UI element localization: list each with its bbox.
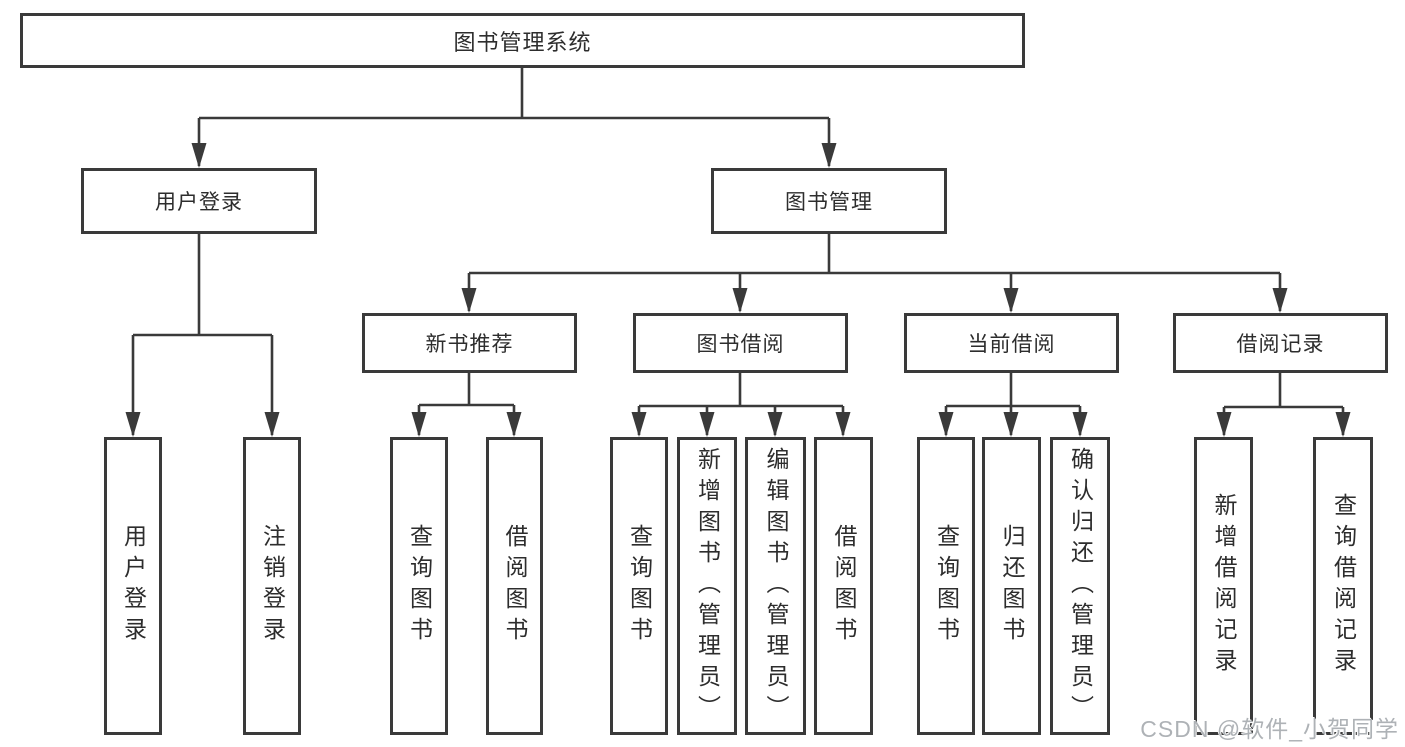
node-label: 图书管理系统	[453, 29, 592, 55]
node-label: 查询图书	[933, 524, 960, 648]
node-leaf-logout: 注销登录	[243, 437, 301, 735]
node-borrowing-records: 借阅记录	[1173, 313, 1388, 373]
node-label: 编辑图书（管理员）	[763, 446, 789, 726]
node-label: 查询借阅记录	[1330, 493, 1357, 679]
node-label: 用户登录	[120, 524, 147, 648]
node-bb-query-book: 查询图书	[610, 437, 668, 735]
node-label: 新增借阅记录	[1211, 493, 1237, 679]
node-bb-borrow-book: 借阅图书	[814, 437, 873, 735]
node-label: 归还图书	[999, 524, 1025, 648]
node-label: 借阅图书	[831, 524, 857, 648]
node-cb-return-book: 归还图书	[982, 437, 1041, 735]
node-br-add-record: 新增借阅记录	[1194, 437, 1253, 735]
node-current-borrowing: 当前借阅	[904, 313, 1119, 373]
node-label: 查询图书	[406, 524, 433, 648]
node-label: 借阅图书	[502, 524, 528, 648]
csdn-watermark: CSDN @软件_小贺同学	[1140, 716, 1399, 742]
node-cb-confirm-return-admin: 确认归还（管理员）	[1050, 437, 1110, 735]
node-book-management: 图书管理	[711, 168, 947, 234]
node-new-book-recommendation: 新书推荐	[362, 313, 577, 373]
node-leaf-user-login: 用户登录	[104, 437, 162, 735]
node-label: 当前借阅	[967, 333, 1056, 356]
node-br-query-record: 查询借阅记录	[1313, 437, 1373, 735]
node-label: 注销登录	[259, 524, 286, 648]
node-bb-edit-book-admin: 编辑图书（管理员）	[745, 437, 806, 735]
node-label: 借阅记录	[1236, 333, 1325, 356]
node-cb-query-book: 查询图书	[917, 437, 975, 735]
node-rec-query-book: 查询图书	[390, 437, 448, 735]
node-label: 用户登录	[155, 191, 243, 214]
node-label: 新增图书（管理员）	[694, 446, 721, 726]
node-label: 查询图书	[626, 524, 653, 648]
node-user-login: 用户登录	[81, 168, 317, 234]
node-library-management-system: 图书管理系统	[20, 13, 1025, 68]
node-label: 图书管理	[785, 191, 873, 214]
node-label: 确认归还（管理员）	[1067, 446, 1094, 726]
node-label: 图书借阅	[696, 333, 785, 356]
node-bb-add-book-admin: 新增图书（管理员）	[677, 437, 737, 735]
node-rec-borrow-book: 借阅图书	[486, 437, 543, 735]
node-book-borrowing: 图书借阅	[633, 313, 848, 373]
node-label: 新书推荐	[425, 333, 514, 356]
